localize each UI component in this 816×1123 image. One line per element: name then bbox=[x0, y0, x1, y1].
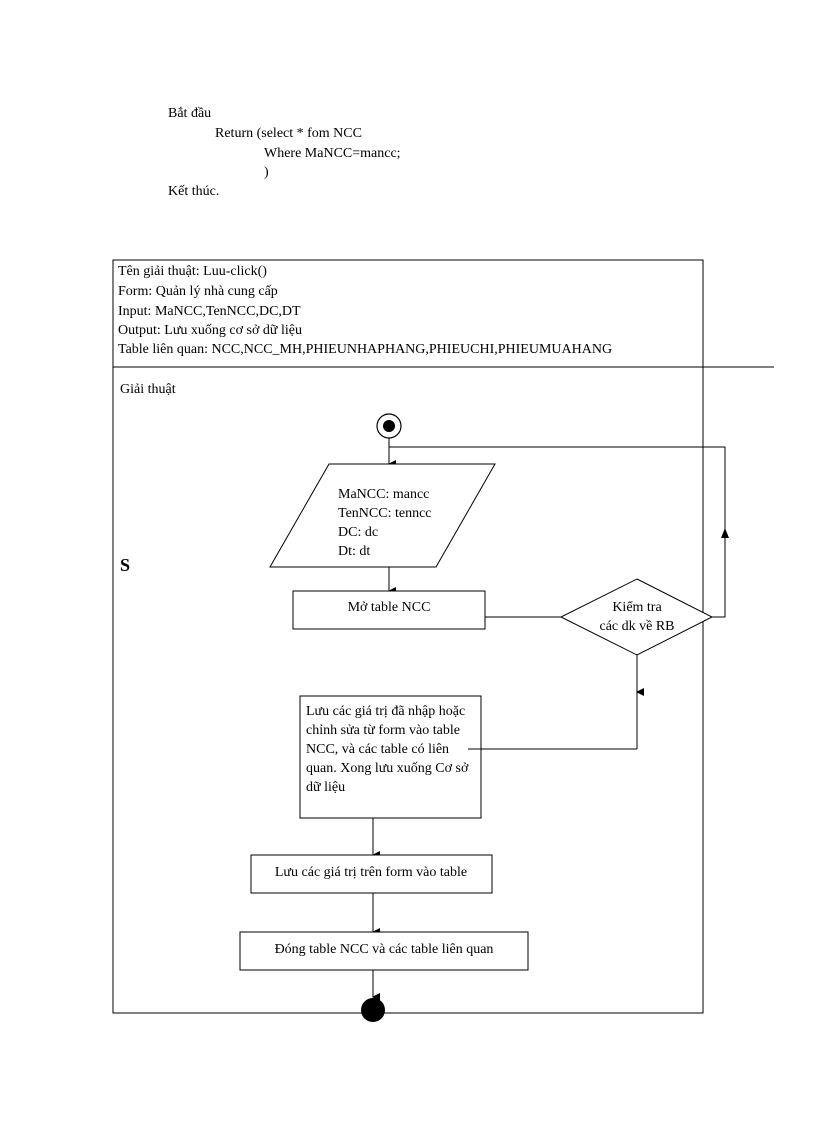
pseudocode-where-line: Where MaNCC=mancc; bbox=[264, 146, 401, 161]
input-line-dc: DC: dc bbox=[338, 525, 379, 540]
close-tables-box bbox=[239, 931, 529, 971]
spec-form: Form: Quản lý nhà cung cấp bbox=[118, 284, 278, 299]
check-line-2: các dk về RB bbox=[599, 619, 675, 634]
loop-arrow-head bbox=[721, 528, 729, 538]
input-line-mancc: MaNCC: mancc bbox=[338, 487, 430, 502]
end-symbol bbox=[361, 998, 385, 1022]
save-values-label: Lưu các giá trị đã nhập hoặc chỉnh sửa t… bbox=[306, 704, 469, 795]
input-line-dt: Dt: dt bbox=[338, 544, 371, 559]
check-line-1: Kiểm tra bbox=[612, 600, 662, 615]
open-table-box bbox=[292, 590, 486, 630]
save-values-box bbox=[299, 695, 482, 819]
side-mark: S bbox=[120, 555, 131, 575]
spec-related-tables: Table liên quan: NCC,NCC_MH,PHIEUNHAPHAN… bbox=[118, 342, 613, 357]
pseudocode-return-line: Return (select * fom NCC bbox=[215, 126, 362, 141]
save-form-label: Lưu các giá trị trên form vào table bbox=[274, 865, 468, 880]
input-parallelogram bbox=[269, 463, 496, 568]
open-table-label: Mở table NCC bbox=[347, 600, 431, 615]
pseudocode-begin: Bắt đầu bbox=[168, 106, 212, 121]
input-line-tenncc: TenNCC: tenncc bbox=[338, 506, 432, 521]
pseudocode-close-paren: ) bbox=[264, 165, 269, 180]
spec-output: Output: Lưu xuống cơ sở dữ liệu bbox=[118, 323, 302, 338]
pseudocode-end: Kết thúc. bbox=[168, 184, 220, 199]
algorithm-label: Giải thuật bbox=[120, 382, 176, 397]
start-symbol-inner bbox=[383, 420, 395, 432]
input-parallelogram-text: MaNCC: mancc TenNCC: tenncc DC: dc Dt: d… bbox=[338, 485, 432, 561]
spec-frame bbox=[112, 259, 704, 1014]
check-diamond-text: Kiểm tra các dk về RB bbox=[570, 598, 704, 636]
spec-algorithm-name: Tên giải thuật: Luu-click() bbox=[118, 264, 267, 279]
save-form-box bbox=[250, 854, 493, 894]
close-tables-label: Đóng table NCC và các table liên quan bbox=[274, 942, 494, 957]
spec-input: Input: MaNCC,TenNCC,DC,DT bbox=[118, 304, 301, 319]
